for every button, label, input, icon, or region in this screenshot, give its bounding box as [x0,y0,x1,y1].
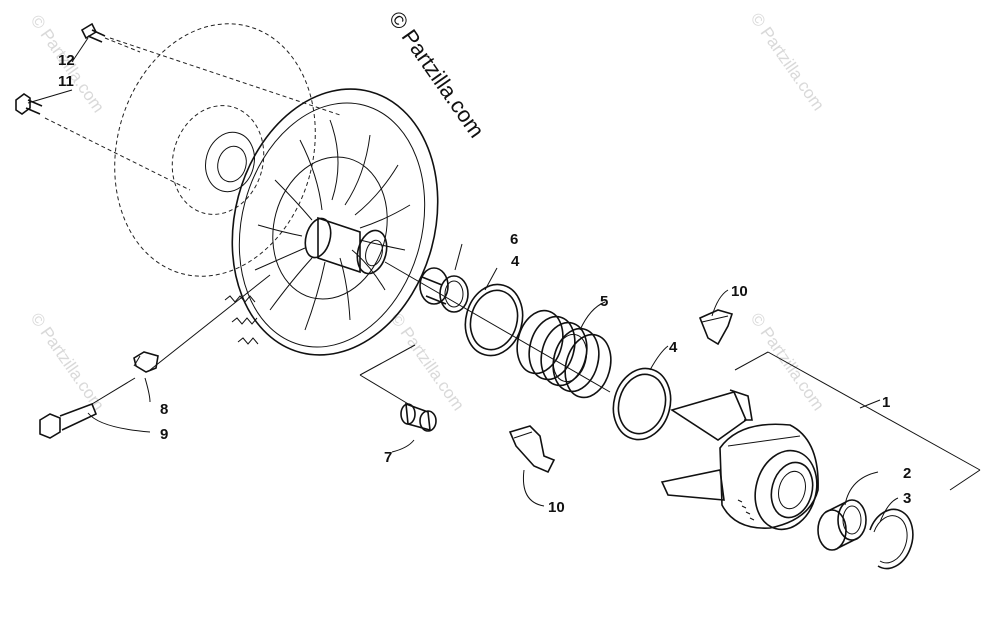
bushing-2 [817,499,867,551]
copyright-watermark: © Partzilla.com [384,7,490,143]
callout-4-lower: 4 [669,339,678,356]
callout-7: 7 [384,449,392,466]
bolt-11 [15,93,43,115]
shaft-axis [384,261,611,393]
callout-8: 8 [160,401,168,418]
washer-4-lower [612,367,672,441]
bushing-6 [419,267,469,313]
callout-2: 2 [903,465,911,482]
callout-labels: 1 2 3 4 4 5 6 7 8 9 10 10 11 12 [58,52,911,516]
spring-5 [516,309,612,399]
shoe-10-lower [508,425,556,474]
callout-10-lower: 10 [548,499,565,516]
screw-12 [80,22,141,53]
callout-12: 12 [58,52,75,69]
callout-1: 1 [882,394,890,411]
watermark-mid-right: © Partzilla.com [747,309,828,414]
shoe-10-upper [698,309,734,346]
bolt-9 [39,377,136,439]
back-sheave-phantom [44,23,341,277]
callout-4-upper: 4 [511,253,520,270]
callout-3: 3 [903,490,911,507]
callout-6: 6 [510,231,518,248]
watermark-mid-left: © Partzilla.com [27,309,108,414]
callout-11: 11 [58,73,74,90]
front-sheave [224,88,439,356]
cam-helix-1 [660,389,819,531]
callout-9: 9 [160,426,168,443]
callout-10-upper: 10 [731,283,748,300]
clip-8 [133,351,159,373]
callout-5: 5 [600,293,608,310]
washer-4-upper [464,283,524,357]
leader-lines [27,37,981,523]
snap-ring-3 [869,508,914,570]
watermark-top-right: © Partzilla.com [747,9,828,114]
spacer-7 [400,402,437,432]
